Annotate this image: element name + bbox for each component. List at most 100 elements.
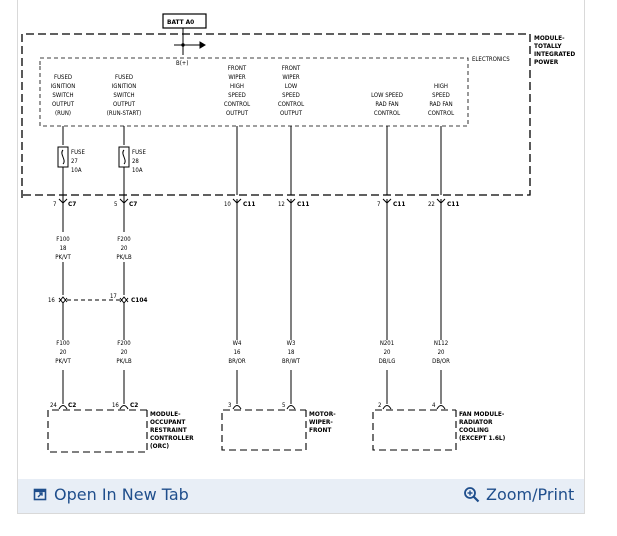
wire-label: F100 [56,236,70,243]
pin-number: 22 [428,201,435,208]
output-label-wiper-high: SPEED [228,92,246,99]
zoom-icon [463,486,480,503]
output-label-run: OUTPUT [52,101,75,108]
wire-label: PK/VT [55,358,71,365]
open-new-tab-icon [33,487,48,502]
pin-number: 5 [114,201,117,208]
output-label-fan-low: CONTROL [374,110,400,117]
wire-label: PK/LB [116,254,132,261]
wire-label: 18 [288,349,295,356]
module-label: MODULE- TOTALLY INTEGRATED POWER [534,34,575,66]
output-label-fan-high: CONTROL [428,110,454,117]
pin-number: 2 [378,402,381,409]
output-label-wiper-low: SPEED [282,92,300,99]
module-label-line: INTEGRATED [534,50,575,58]
pin-number: 16 [48,297,55,304]
pin-number: 12 [278,201,285,208]
wire-label: W4 [233,340,242,347]
wire-label: BR/WT [282,358,301,365]
pin-number: 7 [53,201,56,208]
motor-label: MOTOR- WIPER- FRONT [309,410,336,434]
wire-label: BR/OR [228,358,246,365]
fan-label-line: RADIATOR [459,418,493,426]
fan-label-line: COOLING [459,426,489,434]
wire-label: PK/LB [116,358,132,365]
connector-label: C2 [68,401,76,409]
fan-label-line: (EXCEPT 1.6L) [459,434,506,442]
wiring-diagram: BATT A0 B(+) ELECTRONICS MODULE- TOTALLY… [21,13,575,453]
wire-label: DB/OR [432,358,450,365]
output-label-fan-high: SPEED [432,92,450,99]
bplus-label: B(+) [176,60,188,67]
batt-label: BATT A0 [167,18,194,26]
fan-label-line: FAN MODULE- [459,410,505,418]
output-label-fan-low: RAD FAN [375,101,398,108]
fuse-label: 10A [71,167,82,174]
image-frame [17,0,585,514]
connector-label: C11 [393,200,405,208]
pin-number: 5 [282,402,285,409]
motor-label-line: WIPER- [309,418,333,426]
fuse-label: FUSE [71,149,85,156]
output-label-wiper-high: FRONT [228,65,247,72]
fan-label: FAN MODULE- RADIATOR COOLING (EXCEPT 1.6… [459,410,506,442]
output-label-run: SWITCH [52,92,73,99]
output-label-run: FUSED [54,74,72,81]
output-label-wiper-low: WIPER [282,74,300,81]
wire-label: N112 [434,340,448,347]
zoom-print-link[interactable]: Zoom/Print [463,485,574,504]
output-label-fan-low: LOW SPEED [371,92,403,99]
output-label-run: IGNITION [51,83,76,90]
output-label-wiper-high: WIPER [228,74,246,81]
module-label-line: MODULE- [534,34,565,42]
wire-label: F200 [117,340,131,347]
pin-number: 4 [432,402,436,409]
output-label-run-start: OUTPUT [113,101,136,108]
output-label-wiper-high: CONTROL [224,101,250,108]
module-label-line: POWER [534,58,559,66]
connector-label: C7 [68,200,76,208]
connector-label: C104 [131,296,148,304]
output-label-wiper-high: HIGH [230,83,244,90]
pin-number: 24 [50,402,57,409]
wire-label: 20 [384,349,391,356]
wire-label: F100 [56,340,70,347]
module-label-line: TOTALLY [534,42,562,50]
pin-number: 3 [228,402,231,409]
fuse-label: 27 [71,158,78,165]
output-label-wiper-low: FRONT [282,65,301,72]
orc-label: MODULE- OCCUPANT RESTRAINT CONTROLLER (O… [150,410,194,450]
wire-label: W3 [287,340,296,347]
output-label-run-start: FUSED [115,74,133,81]
electronics-label: ELECTRONICS [472,56,510,63]
orc-label-line: (ORC) [150,442,169,450]
orc-label-line: CONTROLLER [150,434,194,442]
output-label-wiper-low: OUTPUT [280,110,303,117]
connector-label: C2 [130,401,138,409]
fuse-label: 10A [132,167,143,174]
output-label-run-start: SWITCH [113,92,134,99]
motor-label-line: MOTOR- [309,410,336,418]
wire-label: F200 [117,236,131,243]
orc-label-line: MODULE- [150,410,181,418]
connector-label: C11 [447,200,459,208]
motor-label-line: FRONT [309,426,331,434]
output-label-wiper-high: OUTPUT [226,110,249,117]
output-label-wiper-low: CONTROL [278,101,304,108]
connector-label: C11 [297,200,309,208]
open-in-new-tab-link[interactable]: Open In New Tab [33,485,189,504]
wire-label: 20 [121,349,128,356]
pin-number: 10 [224,201,231,208]
output-label-run: (RUN) [55,110,71,117]
image-toolbar [18,479,584,513]
output-label-run-start: IGNITION [112,83,137,90]
orc-label-line: RESTRAINT [150,426,187,434]
wire-label: 16 [234,349,241,356]
wire-label: 20 [438,349,445,356]
wire-label: DB/LG [379,358,396,365]
output-label-run-start: (RUN-START) [107,110,141,117]
output-label-wiper-low: LOW [285,83,298,90]
connector-label: C11 [243,200,255,208]
pin-number: 17 [110,293,117,300]
zoom-print-label: Zoom/Print [486,485,575,504]
